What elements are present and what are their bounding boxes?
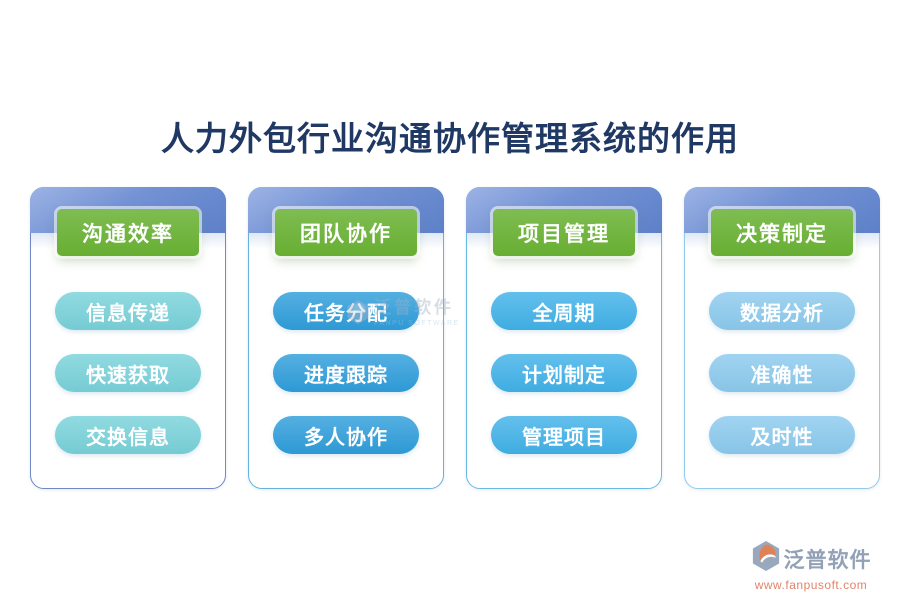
pill-item: 全周期 [491,292,637,330]
card-project-management: 项目管理 全周期 计划制定 管理项目 [466,187,662,489]
page-title: 人力外包行业沟通协作管理系统的作用 [161,120,739,157]
card-header-chip: 项目管理 [493,209,635,256]
pill-item: 快速获取 [55,354,201,392]
footer-brand-name: 泛普软件 [783,548,872,572]
pill-item: 交换信息 [55,416,201,454]
pill-item: 管理项目 [491,416,637,454]
fanpu-logo-icon [751,540,781,577]
fanpu-footer-logo: 泛普软件 www.fanpusoft.com [736,540,886,592]
pill-item: 及时性 [709,416,855,454]
card-header-chip: 团队协作 [275,209,417,256]
pill-item: 计划制定 [491,354,637,392]
pill-item: 任务分配 [273,292,419,330]
card-team-collaboration: 团队协作 任务分配 进度跟踪 多人协作 [248,187,444,489]
card-header-chip: 沟通效率 [57,209,199,256]
pill-item: 多人协作 [273,416,419,454]
footer-url: www.fanpusoft.com [754,578,868,592]
pill-item: 数据分析 [709,292,855,330]
card-decision-making: 决策制定 数据分析 准确性 及时性 [684,187,880,489]
pill-item: 进度跟踪 [273,354,419,392]
card-communication-efficiency: 沟通效率 信息传递 快速获取 交换信息 [30,187,226,489]
pill-item: 准确性 [709,354,855,392]
pill-item: 信息传递 [55,292,201,330]
cards-row: 沟通效率 信息传递 快速获取 交换信息 团队协作 任务分配 进度跟踪 多人协作 … [30,187,880,489]
card-header-chip: 决策制定 [711,209,853,256]
